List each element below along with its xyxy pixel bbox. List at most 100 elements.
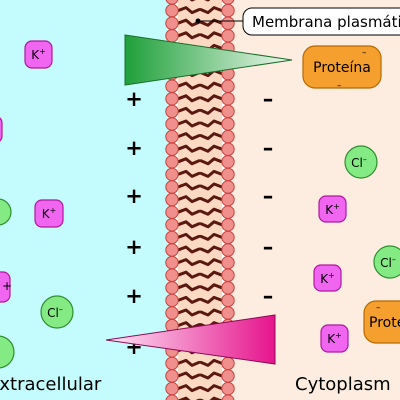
potassium-ion — [0, 117, 3, 142]
potassium-ion: K+ — [24, 40, 53, 69]
lipid-head — [165, 104, 179, 119]
lipid-tail — [199, 182, 224, 191]
lipid-head — [165, 218, 179, 232]
lipid-tail — [176, 106, 201, 115]
extracellular-label: Extracellular — [0, 374, 102, 395]
lipid-tail — [199, 106, 224, 115]
lipid-head — [165, 268, 179, 282]
lipid-head — [165, 205, 179, 219]
lipid-tail — [176, 132, 201, 141]
positive-charge: + — [125, 136, 143, 160]
lipid-head — [165, 117, 179, 131]
lipid-tail — [199, 220, 224, 229]
positive-charge: + — [125, 87, 143, 111]
lipid-tail — [199, 308, 224, 317]
chloride-gradient-triangle — [124, 34, 293, 86]
lipid-tail — [199, 169, 224, 178]
lipid-tail — [176, 169, 201, 178]
lipid-head — [165, 306, 179, 320]
negative-charge: – — [263, 184, 274, 208]
lipid-tail — [176, 258, 201, 267]
svg-text:–: – — [362, 48, 367, 58]
svg-text:K+: K+ — [31, 47, 46, 62]
lipid-head — [165, 255, 179, 270]
protein-molecule: Proteína – — [363, 300, 400, 344]
lipid-tail — [176, 384, 201, 393]
lipid-head — [165, 129, 179, 144]
lipid-tail — [176, 245, 201, 254]
lipid-tail — [199, 371, 224, 380]
lipid-head — [221, 394, 235, 400]
lipid-tail — [176, 321, 201, 330]
lipid-head — [165, 369, 179, 383]
svg-text:+: + — [2, 279, 12, 293]
lipid-head — [221, 117, 235, 131]
chloride-ion: Cl– — [344, 145, 378, 179]
lipid-tail — [176, 295, 201, 304]
lipid-head — [221, 16, 235, 30]
lipid-head — [221, 381, 235, 396]
positive-charge: + — [125, 235, 143, 259]
svg-text:–: – — [376, 303, 381, 313]
lipid-tail — [199, 132, 224, 141]
lipid-head — [221, 243, 235, 257]
lipid-tail — [176, 308, 201, 317]
lipid-head — [221, 79, 235, 93]
extracellular-charges: + + + + + + — [125, 87, 143, 359]
lipid-tail — [199, 94, 224, 103]
lipid-tail — [199, 283, 224, 292]
lipid-tail — [176, 371, 201, 380]
lipid-tail — [176, 358, 201, 367]
svg-text:K+: K+ — [327, 331, 342, 346]
lipid-tail — [199, 358, 224, 367]
lipid-head — [165, 142, 179, 156]
lipid-tail — [199, 384, 224, 393]
chloride-ion: Cl– — [40, 295, 74, 329]
lipid-tail — [199, 18, 224, 27]
lipid-head — [165, 381, 179, 396]
lipid-head — [221, 155, 235, 169]
svg-text:K+: K+ — [42, 206, 57, 221]
lipid-tail — [199, 245, 224, 254]
lipid-head — [165, 180, 179, 194]
potassium-ion: + — [0, 271, 12, 303]
lipid-tail — [199, 258, 224, 267]
potassium-gradient-triangle — [105, 314, 276, 365]
lipid-tail — [199, 81, 224, 90]
lipid-head — [165, 394, 179, 400]
lipid-head — [221, 369, 235, 383]
lipid-head — [165, 167, 179, 182]
svg-text:Cl–: Cl– — [380, 255, 396, 270]
lipid-tail — [199, 207, 224, 216]
svg-text:Cl–: Cl– — [351, 155, 367, 170]
lipid-tail — [199, 232, 224, 241]
lipid-tail — [176, 283, 201, 292]
lipid-tail — [176, 31, 201, 40]
lipid-head — [221, 255, 235, 270]
lipid-tail — [199, 6, 224, 15]
svg-text:K+: K+ — [325, 202, 340, 217]
lipid-tail — [176, 144, 201, 153]
potassium-ion: K+ — [318, 195, 347, 223]
lipid-head — [165, 281, 179, 295]
lipid-head — [221, 142, 235, 156]
lipid-head — [165, 192, 179, 207]
lipid-head — [221, 293, 235, 308]
lipid-head — [221, 104, 235, 119]
lipid-head — [165, 92, 179, 106]
lipid-head — [221, 3, 235, 18]
lipid-tail — [176, 182, 201, 191]
lipid-head — [221, 92, 235, 106]
chloride-ion: Cl– — [373, 245, 400, 279]
lipid-tail — [176, 195, 201, 204]
protein-label: Proteína — [313, 60, 371, 76]
lipid-tail — [176, 270, 201, 279]
lipid-tail — [176, 157, 201, 166]
potassium-ion: K+ — [34, 199, 64, 228]
svg-text:Cl–: Cl– — [47, 305, 63, 320]
positive-charge: + — [125, 284, 143, 308]
lipid-tail — [176, 6, 201, 15]
potassium-ion: K+ — [313, 264, 342, 292]
lipid-head — [165, 79, 179, 93]
